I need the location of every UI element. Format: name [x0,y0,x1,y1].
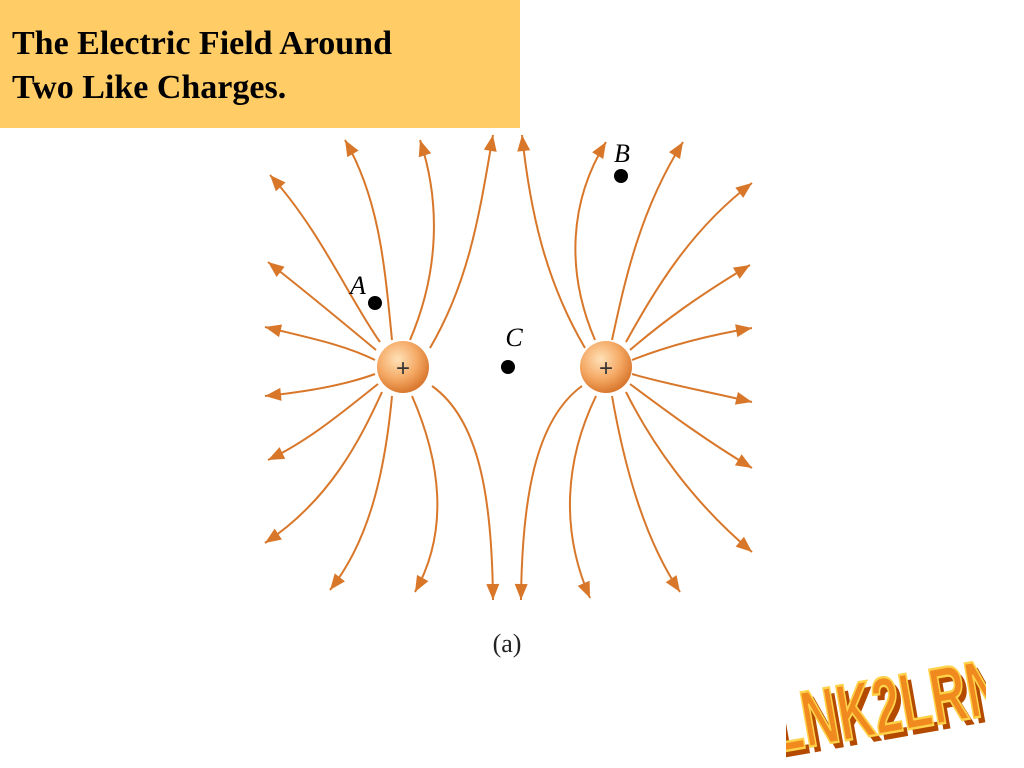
field-line [568,395,597,599]
arrowhead [734,391,752,405]
point-b: B [614,139,630,183]
arrowhead [735,536,752,552]
logo-text: LNK2LRN [786,642,986,764]
arrowhead [592,142,606,160]
slide-title-line-1: The Electric Field Around [12,25,392,62]
field-line [264,391,383,544]
point-c-dot [501,360,515,374]
point-a-label: A [348,271,366,300]
charge-left-sign: + [396,355,410,382]
point-b-dot [614,169,628,183]
field-line [611,395,681,593]
arrowheads [265,135,752,600]
arrowhead [734,454,752,468]
arrowhead [735,183,752,198]
field-line [411,395,439,593]
arrowhead [483,135,497,152]
field-line [629,383,753,469]
field-line [269,174,381,343]
field-line [329,395,393,591]
field-line [431,385,494,601]
charge-right: + [580,341,632,393]
field-line [521,134,586,349]
field-line [267,261,377,351]
arrowhead [265,387,282,401]
point-c-label: C [505,323,523,352]
field-line [429,134,494,349]
slide-title-line-2: Two Like Charges. [12,69,287,106]
charge-left: + [377,341,429,393]
point-b-label: B [614,139,630,168]
arrowhead [669,142,683,160]
diagram-caption: (a) [493,629,522,658]
field-line [409,139,435,341]
field-line [344,139,393,341]
arrowhead [415,574,429,592]
point-c: C [501,323,523,374]
field-line [574,141,607,341]
arrowhead [268,262,285,278]
arrowhead [330,573,345,590]
title-box: The Electric Field Around Two Like Charg… [0,0,520,128]
arrowhead [418,140,432,158]
point-a-dot [368,296,382,310]
arrowhead [345,140,359,158]
field-line [625,391,753,553]
charge-right-circle [580,341,632,393]
field-line [264,373,376,397]
field-line [264,326,376,361]
field-line [629,264,751,351]
arrowhead [517,135,531,152]
arrowhead [265,528,282,543]
field-line [520,385,583,601]
arrowhead [735,324,752,338]
arrowhead [486,583,500,600]
arrowhead [665,575,680,592]
field-line [267,383,379,461]
arrowhead [732,265,750,279]
field-line [611,141,684,341]
arrowhead [514,583,528,600]
field-line [625,182,753,343]
field-lines [264,134,753,601]
charge-left-circle [377,341,429,393]
point-a: A [348,271,382,310]
charge-right-sign: + [599,355,613,382]
arrowhead [270,175,286,192]
arrowhead [268,447,286,460]
arrowhead [265,324,283,338]
arrowhead [577,580,590,598]
lnk2lrn-logo: LNK2LRN LNK2LRN [786,641,986,764]
